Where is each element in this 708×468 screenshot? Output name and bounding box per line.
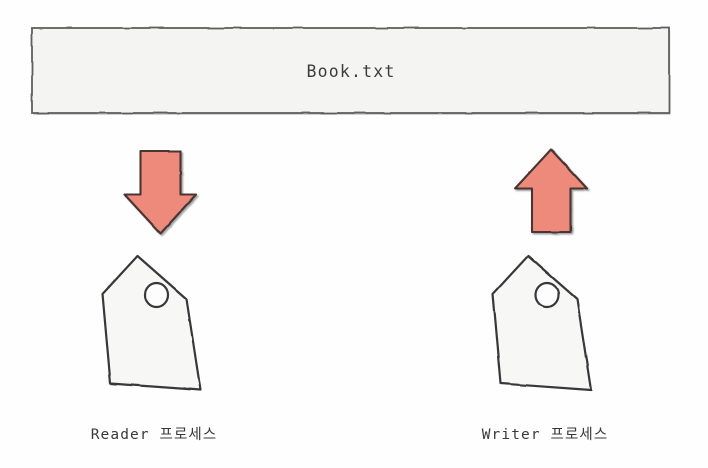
file-name-label: Book.txt bbox=[306, 61, 396, 81]
tag-body-reader bbox=[101, 254, 202, 392]
arrow-up-icon[interactable] bbox=[513, 148, 589, 234]
file-box-label-wrap: Book.txt bbox=[32, 28, 670, 114]
process-tag-reader[interactable] bbox=[101, 254, 202, 392]
tag-hole-reader bbox=[143, 281, 170, 309]
process-label-writer: Writer 프로세스 bbox=[481, 427, 609, 443]
write-flow-arrow[interactable] bbox=[508, 143, 594, 238]
process-tag-writer[interactable] bbox=[491, 254, 593, 392]
arrow-up-shape bbox=[513, 148, 589, 234]
arrow-down-icon[interactable] bbox=[123, 150, 198, 235]
file-box[interactable] bbox=[31, 27, 671, 115]
tag-body-writer bbox=[491, 254, 593, 392]
file-box-body bbox=[31, 27, 670, 114]
reader-process-node[interactable] bbox=[95, 253, 213, 401]
read-flow-arrow[interactable] bbox=[118, 145, 204, 240]
writer-process-node[interactable] bbox=[485, 253, 603, 401]
process-label-reader: Reader 프로세스 bbox=[90, 427, 218, 443]
tag-hole-writer bbox=[534, 281, 560, 309]
arrow-down-shape bbox=[123, 150, 198, 235]
